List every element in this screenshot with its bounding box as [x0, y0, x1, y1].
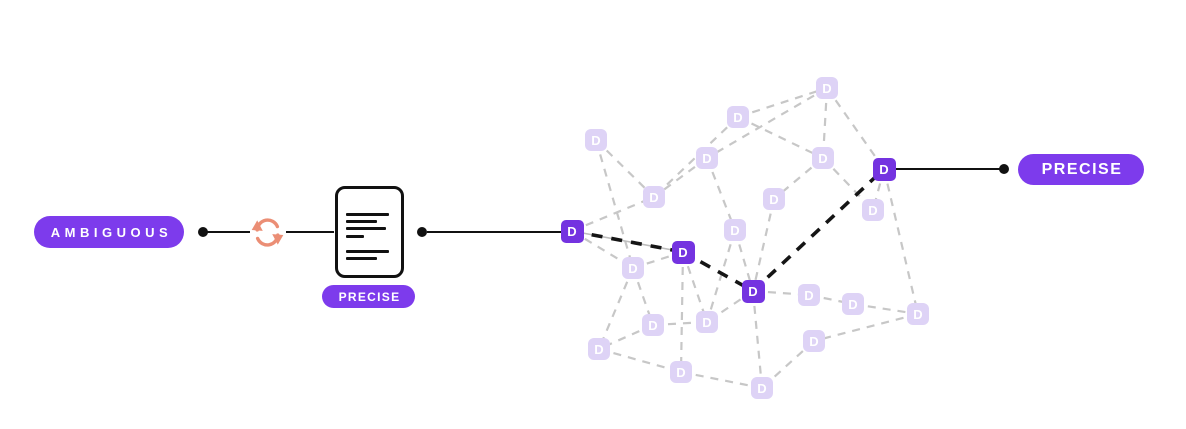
doc-text-line	[346, 257, 377, 260]
graph-node-n5: D	[812, 147, 834, 169]
graph-node-n9: D	[724, 219, 746, 241]
doc-text-line	[346, 213, 389, 216]
graph-edge	[821, 87, 829, 159]
graph-node-n7: D	[763, 188, 785, 210]
graph-node-n4: D	[696, 147, 718, 169]
graph-node-in: D	[560, 219, 584, 243]
document-precise-pill: PRECISE	[322, 285, 415, 308]
graph-edge	[682, 250, 754, 293]
graph-edge	[773, 157, 824, 200]
connector-line-1	[207, 231, 250, 233]
graph-edge	[737, 86, 828, 119]
graph-edge	[733, 229, 755, 292]
graph-edge	[761, 340, 815, 389]
graph-edge	[571, 230, 634, 269]
graph-node-n8: D	[862, 199, 884, 221]
graph-node-n6: D	[643, 186, 665, 208]
graph-edge	[681, 251, 709, 323]
graph-edge	[597, 267, 635, 350]
graph-node-n2: D	[727, 106, 749, 128]
graph-edge	[751, 198, 776, 292]
doc-text-line	[346, 220, 377, 223]
graph-edge	[751, 167, 886, 293]
graph-edge	[598, 347, 682, 374]
ambiguous-pill: AMBIGUOUS	[34, 216, 184, 248]
connector-line-4	[895, 168, 1000, 170]
graph-edge	[852, 302, 919, 316]
graph-edge	[737, 116, 824, 159]
connector-dot-middle	[417, 227, 427, 237]
graph-node-n11: D	[798, 284, 820, 306]
graph-node-n18: D	[670, 361, 692, 383]
graph-node-n13: D	[907, 303, 929, 325]
graph-edge	[653, 116, 739, 198]
graph-edge	[571, 230, 684, 253]
output-precise-pill: PRECISE	[1018, 154, 1144, 185]
graph-node-n17: D	[803, 330, 825, 352]
graph-edge	[653, 157, 708, 198]
graph-edge	[826, 87, 885, 170]
graph-edge	[813, 312, 919, 343]
refresh-icon	[251, 218, 284, 247]
graph-node-n1: D	[585, 129, 607, 151]
graph-edge	[751, 290, 764, 389]
graph-node-n10: D	[622, 257, 644, 279]
graph-edge	[882, 168, 920, 315]
graph-node-n19: D	[751, 377, 773, 399]
graph-edge	[594, 139, 635, 269]
graph-edge	[705, 229, 737, 323]
graph-node-hop1: D	[671, 240, 695, 264]
graph-edge	[680, 370, 763, 390]
connector-line-3	[427, 231, 561, 233]
document-icon	[335, 186, 404, 278]
graph-node-out: D	[872, 157, 896, 181]
connector-line-2	[286, 231, 334, 233]
graph-node-n12: D	[842, 293, 864, 315]
graph-node-n15: D	[696, 311, 718, 333]
graph-edge	[706, 87, 828, 159]
doc-text-line	[346, 227, 386, 230]
connector-dot-right	[999, 164, 1009, 174]
graph-node-hop2: D	[741, 279, 765, 303]
graph-edge	[679, 251, 685, 373]
doc-text-line	[346, 250, 389, 253]
graph-node-n16: D	[588, 338, 610, 360]
graph-node-n14: D	[642, 314, 664, 336]
graph-node-n3: D	[816, 77, 838, 99]
connector-dot-left	[198, 227, 208, 237]
doc-text-line	[346, 235, 364, 238]
graph-edge	[705, 157, 737, 231]
